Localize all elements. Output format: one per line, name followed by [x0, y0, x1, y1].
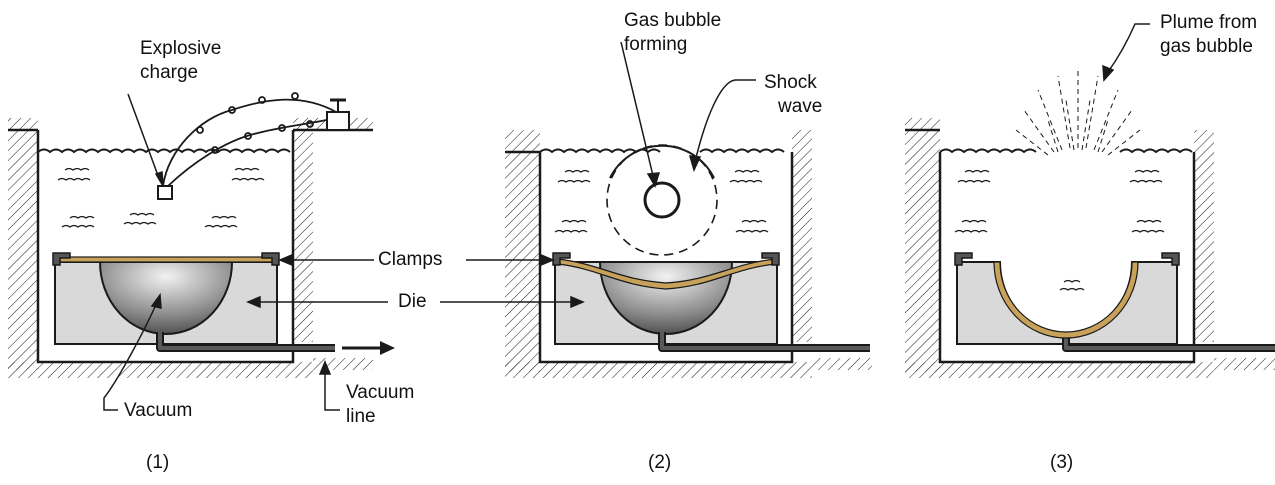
water-surface-2 [539, 148, 785, 154]
ground-hatch-2 [505, 130, 872, 378]
water-surface-1 [37, 148, 291, 154]
leaders-1 [103, 93, 340, 411]
gas-bubble [643, 181, 681, 219]
label-gas-bubble-forming-line2: forming [624, 34, 688, 55]
clamp-left-3 [954, 252, 973, 266]
formed-part [993, 261, 1139, 339]
label-shock-wave-line2: wave [778, 96, 823, 117]
water-ripples-1 [57, 167, 265, 228]
label-die: Die [398, 291, 427, 312]
clamp-right-1 [261, 252, 280, 266]
leaders-2 [620, 41, 756, 188]
ground-hatch-1 [8, 118, 373, 378]
water-surface-3 [939, 148, 1193, 154]
shock-wave-front [609, 144, 715, 179]
vacuum-cavity-1 [98, 261, 234, 335]
label-gas-bubble-forming-line1: Gas bubble [624, 10, 722, 31]
die-leaders [246, 295, 585, 309]
explosive-charge-box [157, 185, 173, 200]
clamp-left-2 [552, 252, 571, 266]
panel-2 [505, 41, 872, 378]
plume-spray [1015, 70, 1141, 156]
vacuum-line-2 [660, 332, 870, 350]
detonator-plunger [326, 98, 350, 131]
panel-3 [905, 23, 1275, 378]
label-plume-line2: gas bubble [1160, 36, 1253, 57]
clamp-left-1 [52, 252, 71, 266]
label-explosive-charge-line2: charge [140, 62, 199, 83]
clamps-leaders [278, 253, 555, 267]
label-explosive-charge-line1: Explosive [140, 38, 222, 59]
label-vacuum: Vacuum [124, 400, 193, 421]
label-vacuum-line-line1: Vacuum [346, 382, 415, 403]
workpiece-blank-1 [57, 256, 276, 263]
flow-arrow [342, 341, 395, 355]
label-plume-line1: Plume from [1160, 12, 1258, 33]
stage-label-3: (3) [1050, 452, 1074, 473]
leaders-3 [1102, 23, 1150, 82]
stage-label-2: (2) [648, 452, 672, 473]
panel-1 [8, 92, 395, 411]
stage-label-1: (1) [146, 452, 170, 473]
water-ripples-3 [954, 169, 1165, 291]
ground-hatch-3 [905, 118, 1275, 378]
label-vacuum-line-line2: line [346, 406, 376, 427]
detonator-wire [162, 92, 337, 187]
water-ripples-2 [554, 169, 769, 233]
label-shock-wave-line1: Shock [764, 72, 817, 93]
clamp-right-2 [761, 252, 780, 266]
label-clamps: Clamps [378, 249, 443, 270]
clamp-right-3 [1161, 252, 1180, 266]
